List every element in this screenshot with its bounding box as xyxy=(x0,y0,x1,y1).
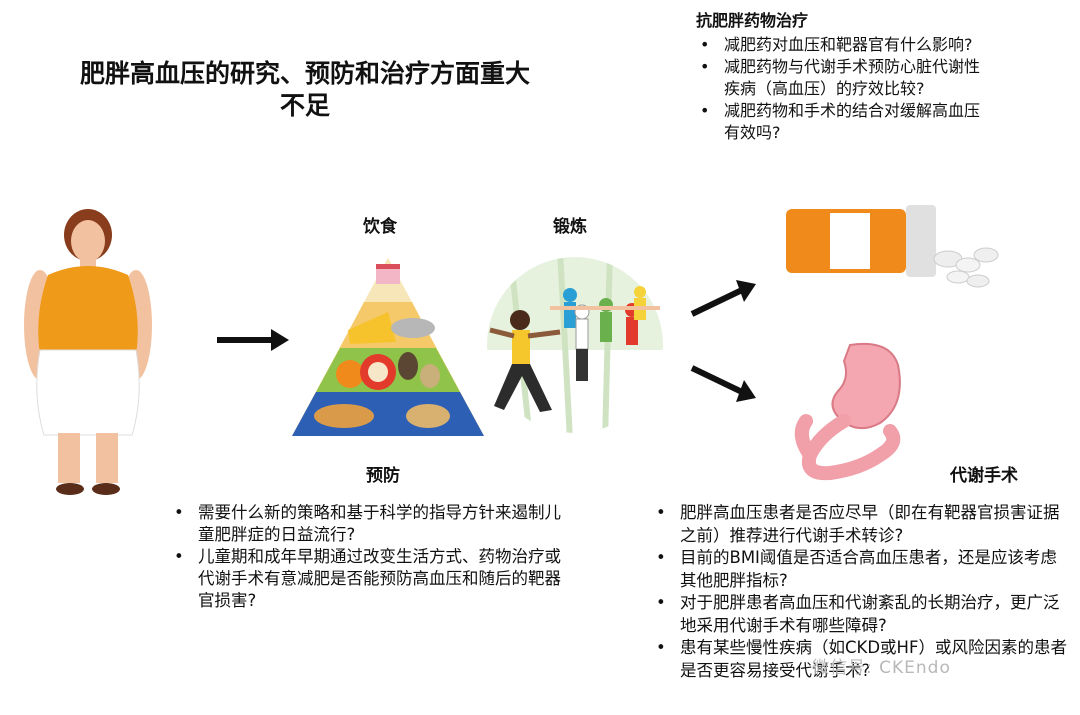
drug-question-3: 减肥药物和手术的结合对缓解高血压有效吗? xyxy=(696,100,986,144)
pill-bottle-illustration xyxy=(786,205,999,288)
food-pyramid-illustration xyxy=(292,258,484,436)
drug-therapy-section: 抗肥胖药物治疗 减肥药对血压和靶器官有什么影响? 减肥药物与代谢手术预防心脏代谢… xyxy=(696,10,986,144)
surgery-label: 代谢手术 xyxy=(950,466,1018,486)
surgery-question-3: 对于肥胖患者高血压和代谢紊乱的长期治疗，更广泛地采用代谢手术有哪些障碍? xyxy=(652,592,1072,637)
drug-therapy-title: 抗肥胖药物治疗 xyxy=(696,11,809,30)
page-title: 肥胖高血压的研究、预防和治疗方面重大不足 xyxy=(79,59,530,120)
stomach-illustration xyxy=(794,343,901,481)
prevention-question-2: 儿童期和成年早期通过改变生活方式、药物治疗或代谢手术有意减肥是否能预防高血压和随… xyxy=(170,546,570,612)
arrow-down-right-icon xyxy=(690,365,756,402)
surgery-question-4: 患有某些慢性疾病（如CKD或HF）或风险因素的患者是否更容易接受代谢手术? xyxy=(652,637,1072,682)
arrow-up-right-icon xyxy=(690,280,756,317)
exercise-label: 锻炼 xyxy=(553,217,587,237)
diet-label: 饮食 xyxy=(363,217,397,237)
surgery-question-2: 目前的BMI阈值是否适合高血压患者，还是应该考虑其他肥胖指标? xyxy=(652,547,1072,592)
exercise-illustration xyxy=(487,257,663,433)
drug-question-1: 减肥药对血压和靶器官有什么影响? xyxy=(696,34,986,56)
watermark: 微信号: CKEndo xyxy=(812,658,951,678)
arrow-right-icon xyxy=(217,329,289,351)
obese-person-illustration xyxy=(24,209,152,495)
surgery-question-1: 肥胖高血压患者是否应尽早（即在有靶器官损害证据之前）推荐进行代谢手术转诊? xyxy=(652,502,1072,547)
prevention-section: 需要什么新的策略和基于科学的指导方针来遏制儿童肥胖症的日益流行? 儿童期和成年早… xyxy=(170,502,570,612)
surgery-section: 肥胖高血压患者是否应尽早（即在有靶器官损害证据之前）推荐进行代谢手术转诊? 目前… xyxy=(652,502,1072,682)
prevention-label: 预防 xyxy=(366,466,400,486)
drug-question-2: 减肥药物与代谢手术预防心脏代谢性疾病（高血压）的疗效比较? xyxy=(696,56,986,100)
prevention-question-1: 需要什么新的策略和基于科学的指导方针来遏制儿童肥胖症的日益流行? xyxy=(170,502,570,546)
